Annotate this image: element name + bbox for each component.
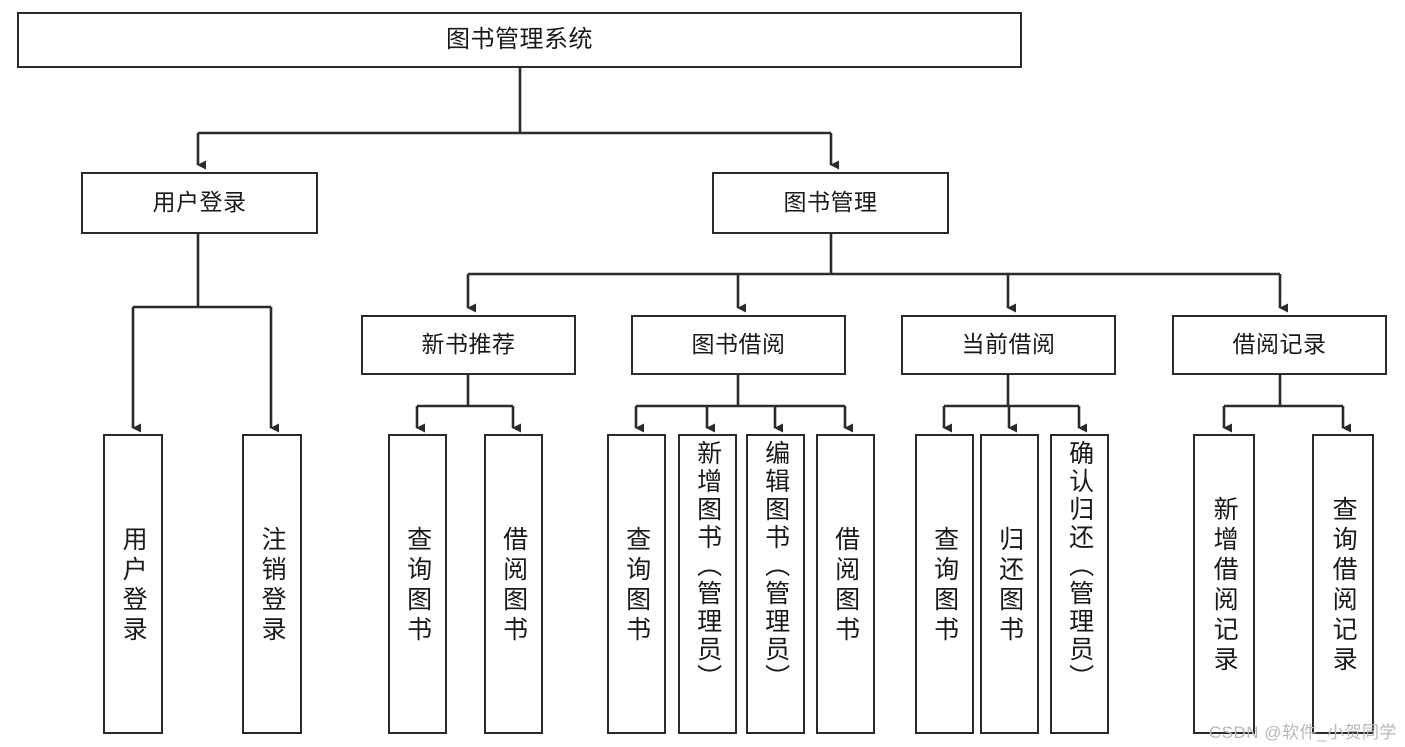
node-label: 查询图书 <box>403 526 432 646</box>
node-new-book-recommend[interactable]: 新书推荐 <box>361 315 576 375</box>
node-label: 查询图书 <box>622 526 651 646</box>
node-label: 新书推荐 <box>421 331 516 358</box>
node-leaf-query-book-recommend[interactable]: 查询图书 <box>388 434 447 734</box>
node-leaf-return-book[interactable]: 归还图书 <box>980 434 1039 734</box>
node-leaf-add-borrow-record[interactable]: 新增借阅记录 <box>1193 434 1255 734</box>
node-root-system[interactable]: 图书管理系统 <box>17 12 1022 68</box>
node-leaf-query-borrow-record[interactable]: 查询借阅记录 <box>1312 434 1374 734</box>
node-label: 图书借阅 <box>691 331 786 358</box>
node-book-management[interactable]: 图书管理 <box>712 172 949 234</box>
node-user-login[interactable]: 用户登录 <box>81 172 318 234</box>
node-label: 借阅图书 <box>499 526 528 646</box>
node-label: 借阅记录 <box>1232 331 1327 358</box>
csdn-watermark: CSDN @软件_小贺同学 <box>1208 723 1397 742</box>
node-leaf-query-book-borrow[interactable]: 查询图书 <box>607 434 666 734</box>
node-leaf-edit-book[interactable]: 编辑图书（管理员） <box>746 434 805 734</box>
node-label: 归还图书 <box>995 526 1024 646</box>
node-leaf-query-book-current[interactable]: 查询图书 <box>915 434 974 734</box>
node-label: 注销登录 <box>258 526 287 646</box>
node-label: 编辑图书（管理员） <box>761 440 790 692</box>
node-borrow-record[interactable]: 借阅记录 <box>1172 315 1387 375</box>
node-label: 用户登录 <box>152 189 247 216</box>
node-label: 当前借阅 <box>961 331 1056 358</box>
node-leaf-borrow-book[interactable]: 借阅图书 <box>816 434 875 734</box>
node-label: 新增图书（管理员） <box>693 440 722 692</box>
node-label: 新增借阅记录 <box>1210 496 1239 676</box>
node-leaf-borrow-book-recommend[interactable]: 借阅图书 <box>484 434 543 734</box>
node-label: 查询借阅记录 <box>1329 496 1358 676</box>
node-leaf-add-book[interactable]: 新增图书（管理员） <box>678 434 737 734</box>
node-label: 借阅图书 <box>831 526 860 646</box>
node-current-borrow[interactable]: 当前借阅 <box>901 315 1116 375</box>
node-label: 确认归还（管理员） <box>1065 440 1094 692</box>
node-leaf-confirm-return[interactable]: 确认归还（管理员） <box>1050 434 1109 734</box>
node-label: 图书管理系统 <box>446 25 593 53</box>
node-book-borrow[interactable]: 图书借阅 <box>631 315 846 375</box>
node-leaf-user-login[interactable]: 用户登录 <box>103 434 163 734</box>
node-label: 图书管理 <box>783 189 878 216</box>
node-label: 用户登录 <box>119 526 148 646</box>
node-label: 查询图书 <box>930 526 959 646</box>
node-leaf-logout[interactable]: 注销登录 <box>242 434 302 734</box>
